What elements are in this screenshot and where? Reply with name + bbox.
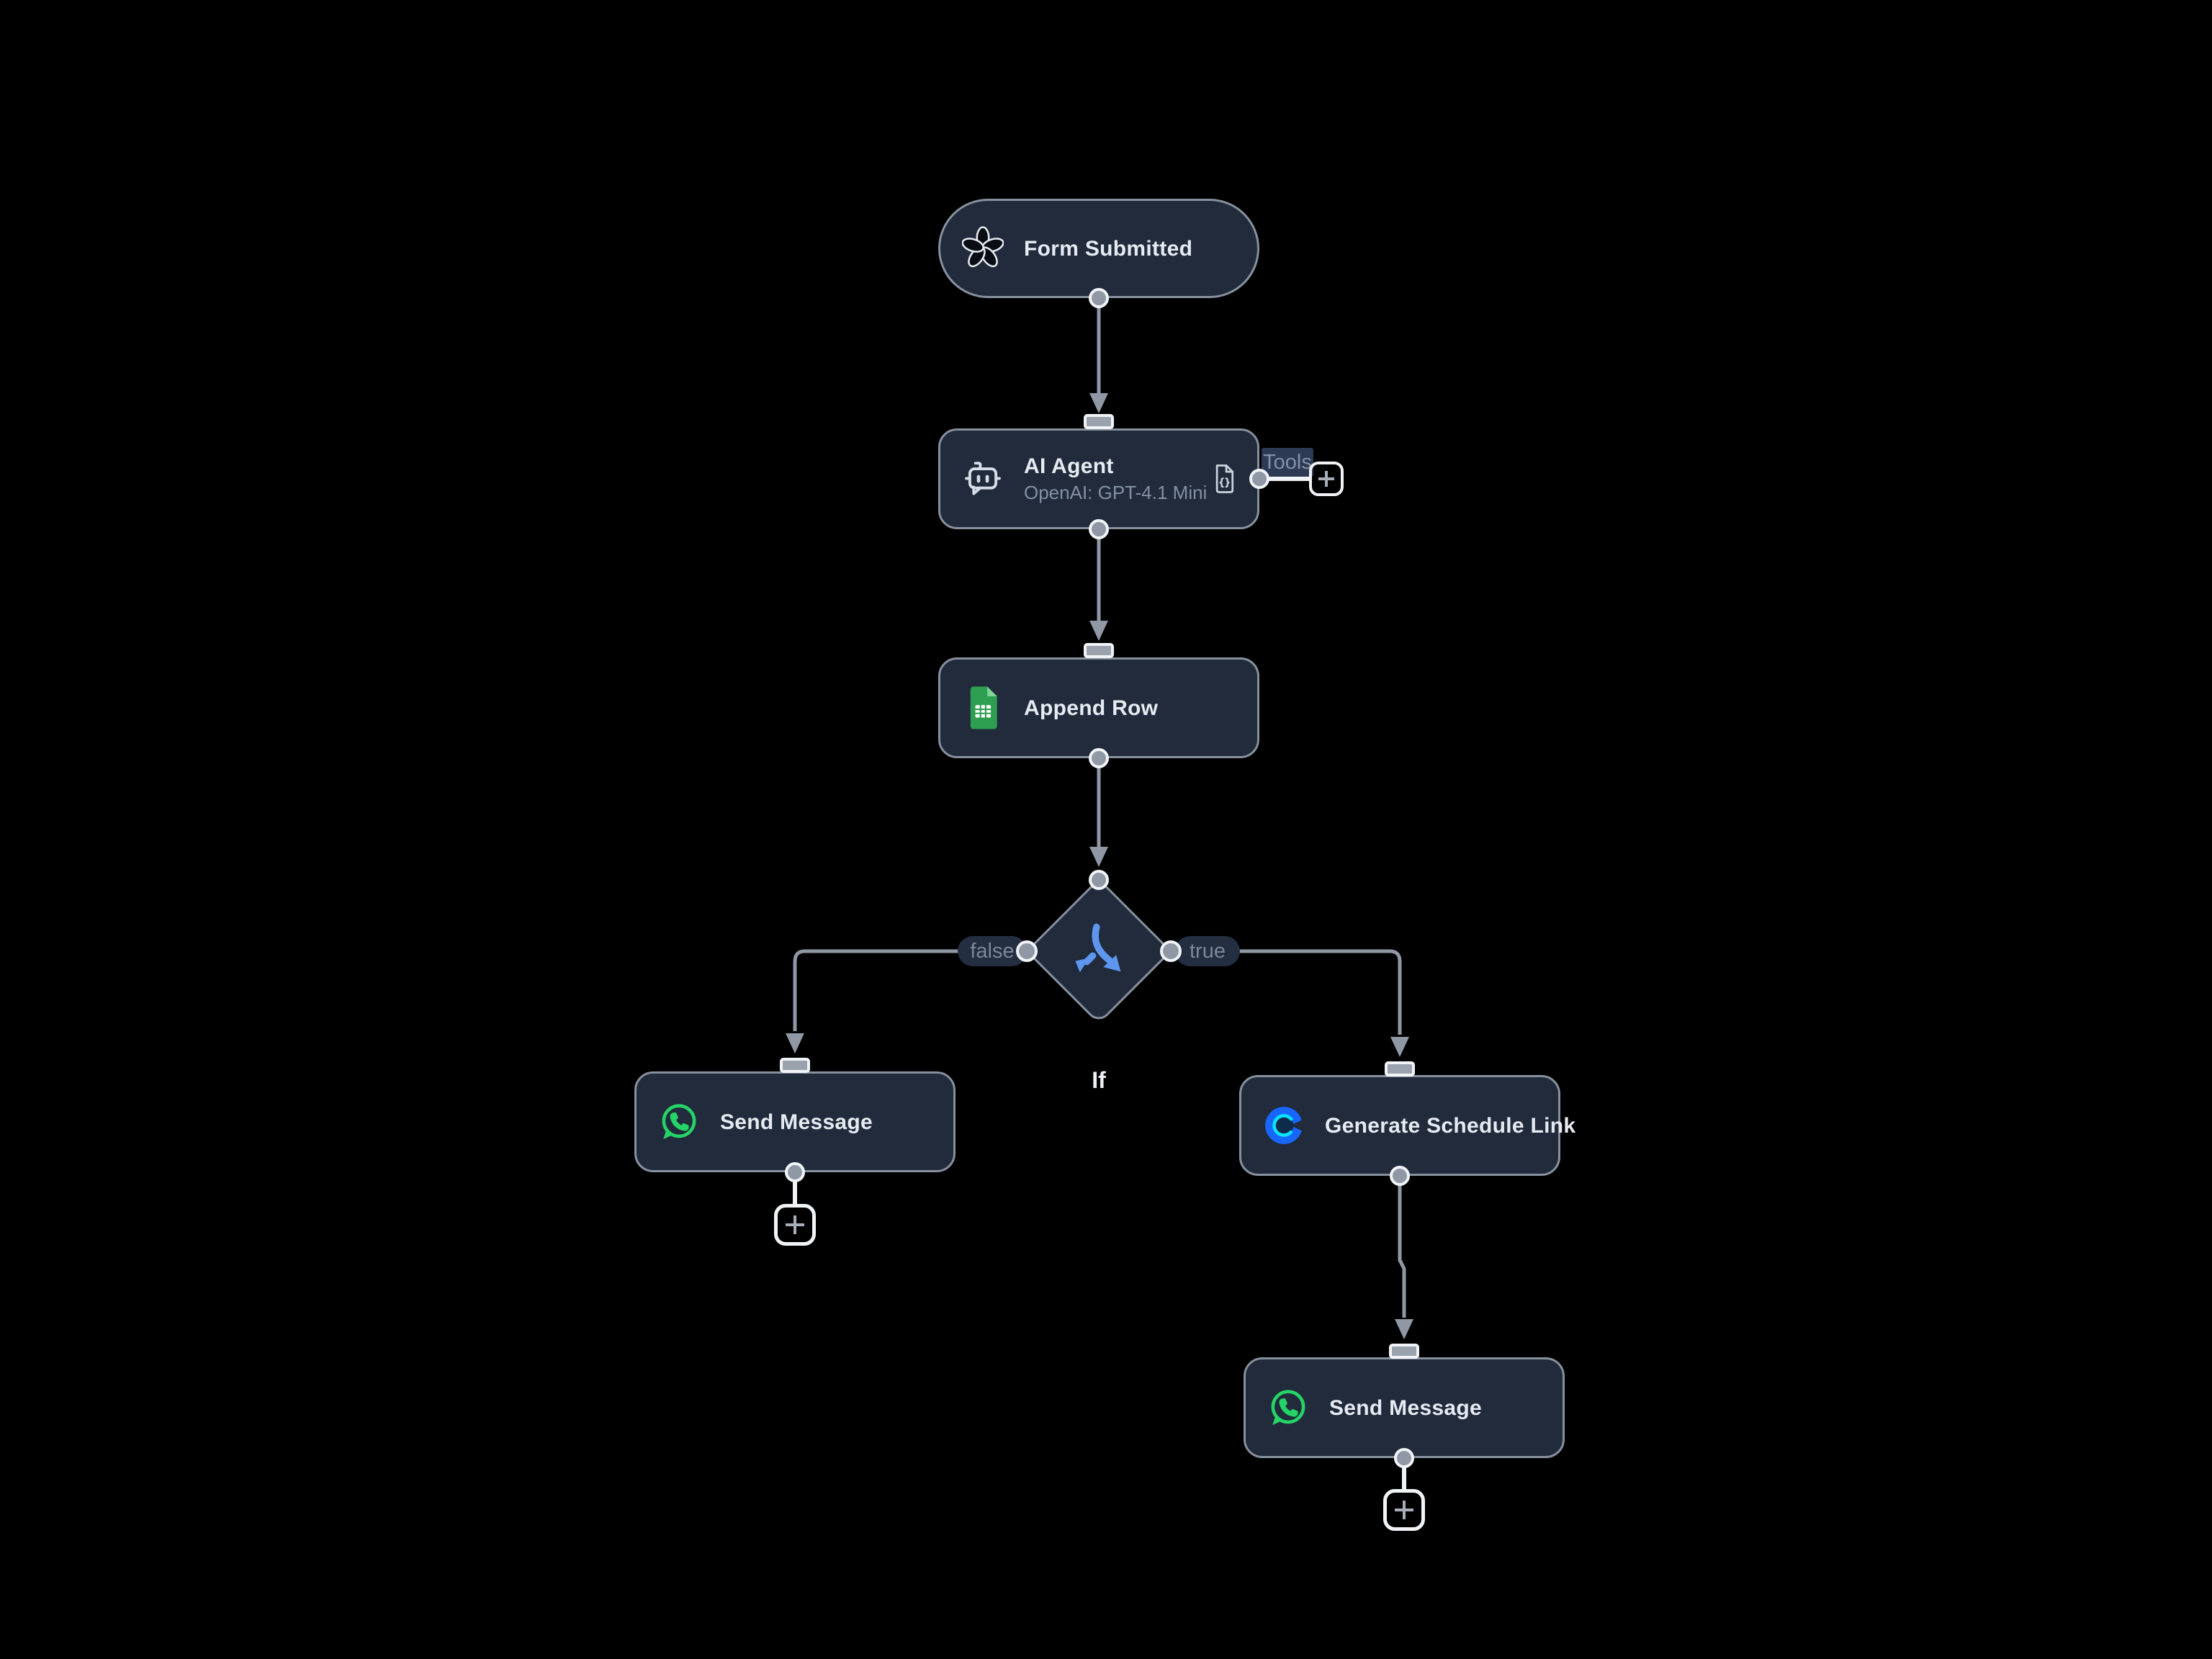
arrowhead-icon bbox=[1089, 621, 1108, 641]
node-title: Send Message bbox=[1329, 1395, 1483, 1420]
add-tool-button[interactable] bbox=[1309, 462, 1344, 496]
node-ai-agent[interactable]: AI Agent OpenAI: GPT-4.1 Mini bbox=[938, 428, 1259, 529]
node-append-row[interactable]: Append Row bbox=[938, 657, 1259, 758]
connector-if-true-to-generate-schedule-link bbox=[1179, 949, 1409, 1057]
arrowhead-icon bbox=[1390, 1037, 1409, 1057]
form-trigger-flower-icon bbox=[962, 226, 1004, 271]
connector-generate-schedule-link-to-send-message bbox=[1395, 1184, 1413, 1339]
robot-chat-icon bbox=[962, 457, 1004, 501]
google-sheets-icon bbox=[962, 685, 1004, 730]
node-form-submitted[interactable]: Form Submitted bbox=[938, 199, 1259, 298]
connector-if-false-to-send-message bbox=[786, 949, 1018, 1053]
arrowhead-icon bbox=[786, 1033, 804, 1053]
node-title: Form Submitted bbox=[1024, 236, 1193, 261]
input-port[interactable] bbox=[1084, 643, 1114, 658]
connector-form-to-ai-agent bbox=[1089, 298, 1108, 413]
node-title: Send Message bbox=[720, 1110, 873, 1134]
whatsapp-icon bbox=[1267, 1385, 1309, 1430]
connector-append-row-to-if bbox=[1089, 758, 1108, 867]
node-if[interactable] bbox=[1025, 878, 1172, 1025]
branch-label-true: true bbox=[1175, 936, 1240, 966]
branch-split-icon bbox=[1069, 921, 1129, 981]
arrowhead-icon bbox=[1089, 393, 1108, 413]
node-title: Append Row bbox=[1024, 696, 1159, 720]
calendly-icon bbox=[1263, 1103, 1305, 1148]
connector-ai-agent-to-append-row bbox=[1089, 529, 1108, 641]
json-file-icon bbox=[1211, 464, 1237, 494]
tools-label: Tools bbox=[1262, 448, 1313, 477]
arrowhead-icon bbox=[1395, 1319, 1413, 1339]
node-title: AI Agent bbox=[1024, 454, 1114, 479]
add-next-node-button[interactable] bbox=[1383, 1489, 1425, 1531]
node-send-message-false[interactable]: Send Message bbox=[634, 1071, 956, 1172]
if-caption: If bbox=[1092, 1067, 1106, 1093]
node-send-message-true[interactable]: Send Message bbox=[1244, 1357, 1565, 1458]
add-next-node-button[interactable] bbox=[774, 1204, 816, 1246]
input-port[interactable] bbox=[1389, 1344, 1419, 1359]
input-port[interactable] bbox=[1084, 414, 1114, 429]
node-generate-schedule-link[interactable]: Generate Schedule Link bbox=[1239, 1075, 1575, 1176]
branch-label-false: false bbox=[958, 936, 1027, 966]
whatsapp-icon bbox=[658, 1100, 700, 1144]
arrowhead-icon bbox=[1089, 847, 1108, 867]
input-port[interactable] bbox=[780, 1058, 810, 1073]
input-port[interactable] bbox=[1385, 1061, 1415, 1076]
node-title: Generate Schedule Link bbox=[1325, 1113, 1576, 1138]
node-subtitle: OpenAI: GPT-4.1 Mini bbox=[1024, 482, 1208, 504]
